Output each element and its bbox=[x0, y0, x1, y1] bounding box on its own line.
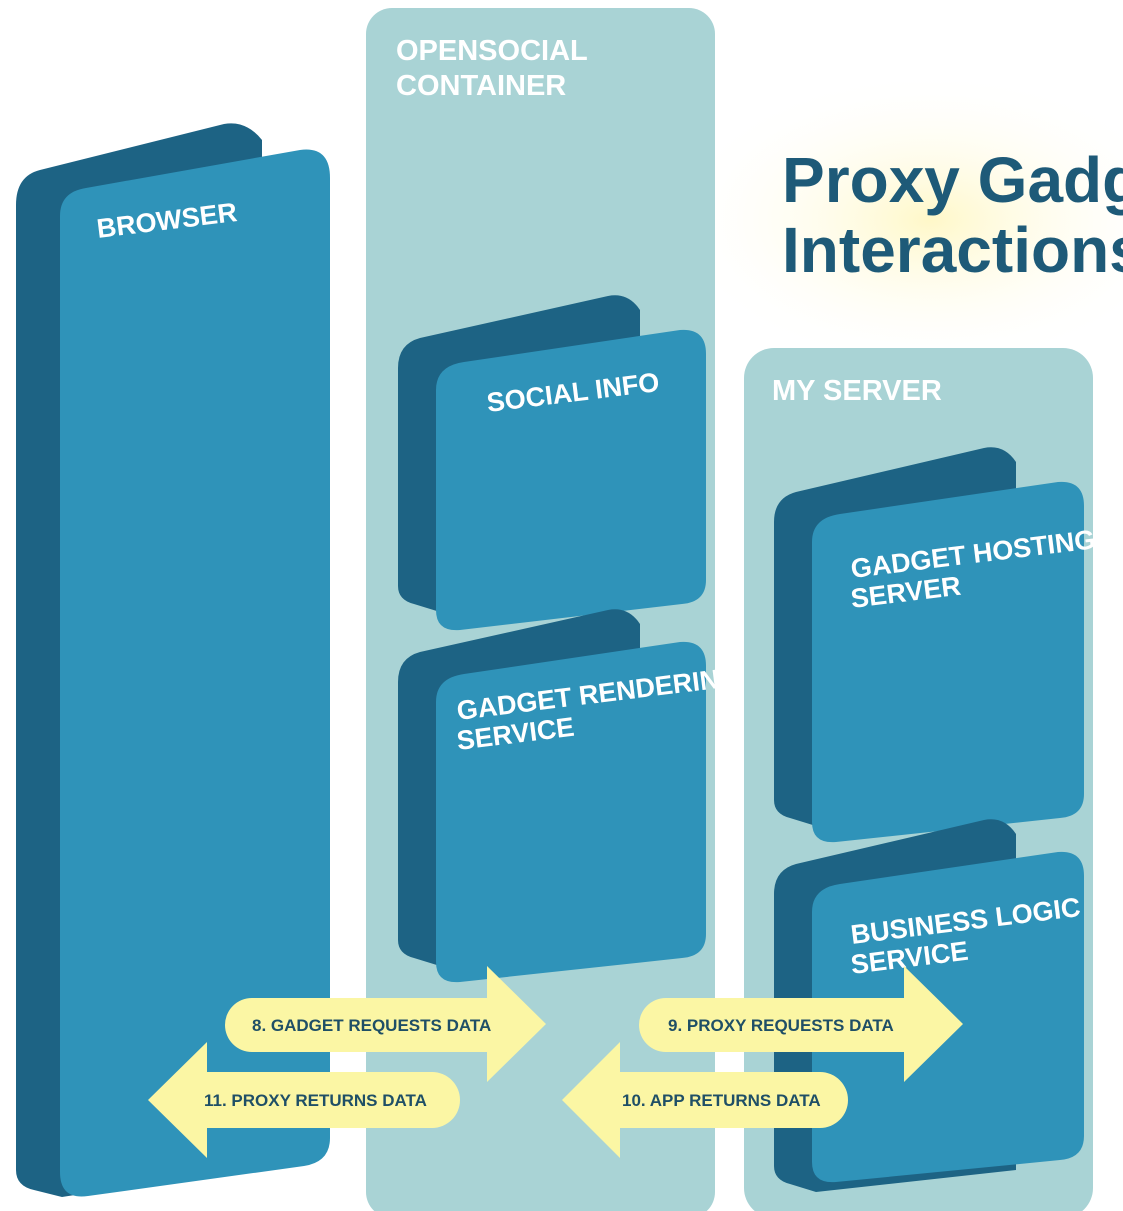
my-server-label: MY SERVER bbox=[772, 375, 942, 407]
arrow-step8: 8. GADGET REQUESTS DATA bbox=[225, 966, 546, 1082]
diagram-title-line2: Interactions bbox=[782, 214, 1123, 286]
arrow-step10-label: 10. APP RETURNS DATA bbox=[622, 1091, 821, 1110]
gadget-hosting-server-box: GADGET HOSTING SERVER bbox=[774, 447, 1097, 843]
diagram-title-line1: Proxy Gadget bbox=[782, 144, 1123, 216]
arrow-step9-label: 9. PROXY REQUESTS DATA bbox=[668, 1016, 894, 1035]
arrow-step10: 10. APP RETURNS DATA bbox=[562, 1042, 848, 1158]
title-glow bbox=[670, 70, 1123, 370]
opensocial-container-label-line2: CONTAINER bbox=[396, 70, 566, 102]
arrow-step8-label: 8. GADGET REQUESTS DATA bbox=[252, 1016, 491, 1035]
opensocial-container-label-line1: OPENSOCIAL bbox=[396, 35, 588, 67]
arrow-step9: 9. PROXY REQUESTS DATA bbox=[639, 966, 963, 1082]
arrow-step11: 11. PROXY RETURNS DATA bbox=[148, 1042, 460, 1158]
arrow-step11-label: 11. PROXY RETURNS DATA bbox=[204, 1091, 427, 1110]
social-info-box: SOCIAL INFO bbox=[398, 295, 706, 631]
gadget-rendering-service-box: GADGET RENDERING SERVICE bbox=[398, 609, 742, 983]
browser-box: BROWSER bbox=[16, 123, 330, 1197]
